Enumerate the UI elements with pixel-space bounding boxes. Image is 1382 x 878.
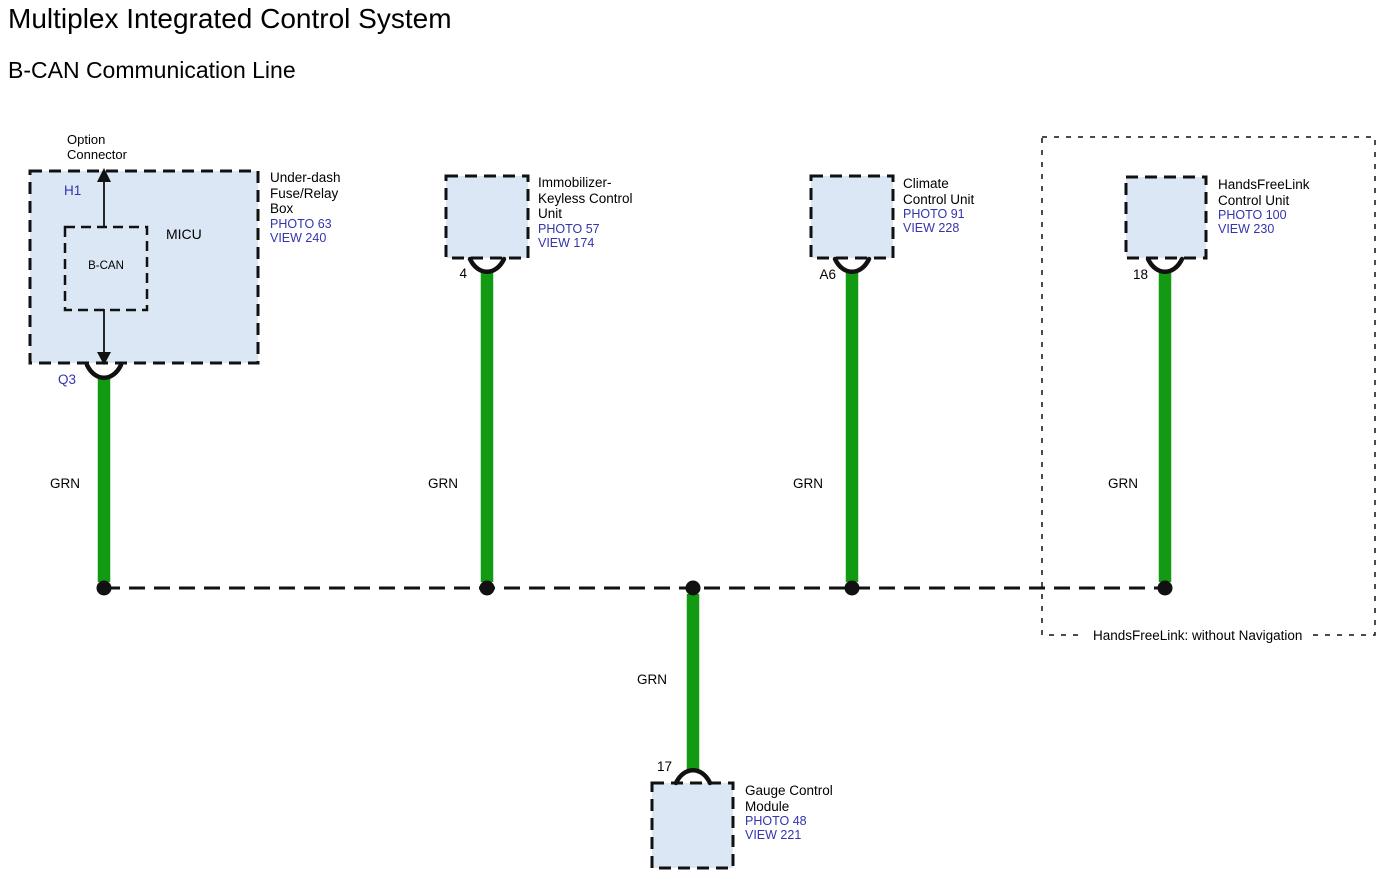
climate-control-unit-box [809,174,895,260]
enclosure-caption: HandsFreeLink: without Navigation [1083,627,1313,644]
underdash-fuse-relay-box [28,169,260,365]
arrow-down-head [97,352,111,365]
junction-dot-immobilizer [479,580,495,596]
wire-color-label-climate: GRN [793,476,823,491]
pin-label-q3: Q3 [58,372,77,387]
component-name: Under-dash Fuse/Relay Box [270,170,341,216]
view-ref-link[interactable]: VIEW 221 [745,828,802,842]
bcan-inner-box [63,225,149,312]
component-name: HandsFreeLink Control Unit [1218,177,1310,208]
wire-color-label-immobilizer: GRN [428,476,458,491]
handsfreelink-label: HandsFreeLink Control Unit PHOTO 100 VIE… [1218,177,1310,236]
option-connector-label: Option Connector [67,132,127,162]
gauge-label: Gauge Control Module PHOTO 48 VIEW 221 [745,783,833,842]
handsfreelink-control-unit-box [1124,175,1208,260]
gauge-control-module-box [650,781,735,870]
pin-label-a6: A6 [819,267,836,282]
view-ref-link[interactable]: VIEW 230 [1218,222,1275,236]
arrow-up-head [97,168,111,182]
component-name: Climate Control Unit [903,176,975,207]
component-name: Gauge Control Module [745,783,833,814]
connector-symbol-q3 [84,362,124,380]
view-ref-link[interactable]: VIEW 228 [903,221,960,235]
wire-color-label-micu: GRN [50,476,80,491]
connector-symbol-pinA6 [832,256,872,274]
pin-label-4: 4 [459,266,467,281]
view-ref-link[interactable]: VIEW 240 [270,230,327,245]
connector-symbol-pin18 [1145,256,1185,274]
page-title: Multiplex Integrated Control System [8,3,452,34]
micu-label: MICU [166,226,202,242]
underdash-box-label: Under-dash Fuse/Relay Box PHOTO 63 VIEW … [270,170,341,245]
junction-dot-handsfreelink [1157,580,1173,596]
wire-color-label-gauge: GRN [637,672,667,687]
handsfreelink-option-enclosure [1041,136,1376,636]
page-subtitle: B-CAN Communication Line [8,57,296,83]
immobilizer-keyless-control-unit-box [444,174,530,260]
component-name: Immobilizer- Keyless Control Unit [538,175,633,221]
pin-label-h1: H1 [64,183,82,198]
photo-ref-link[interactable]: PHOTO 48 [745,814,807,828]
climate-label: Climate Control Unit PHOTO 91 VIEW 228 [903,176,974,235]
bcan-label: B-CAN [88,260,124,272]
connector-symbol-pin17 [673,768,713,786]
pin-label-17: 17 [656,759,672,774]
photo-ref-link[interactable]: PHOTO 100 [1218,208,1287,222]
junction-dot-gauge [685,580,701,596]
immobilizer-label: Immobilizer- Keyless Control Unit PHOTO … [538,175,633,250]
junction-dot-climate [844,580,860,596]
photo-ref-link[interactable]: PHOTO 57 [538,221,600,236]
photo-ref-link[interactable]: PHOTO 63 [270,216,332,231]
connector-symbol-pin4 [467,256,507,274]
pin-label-18: 18 [1132,267,1148,282]
wire-color-label-handsfreelink: GRN [1108,476,1138,491]
photo-ref-link[interactable]: PHOTO 91 [903,207,965,221]
junction-dot-micu [96,580,112,596]
view-ref-link[interactable]: VIEW 174 [538,235,595,250]
